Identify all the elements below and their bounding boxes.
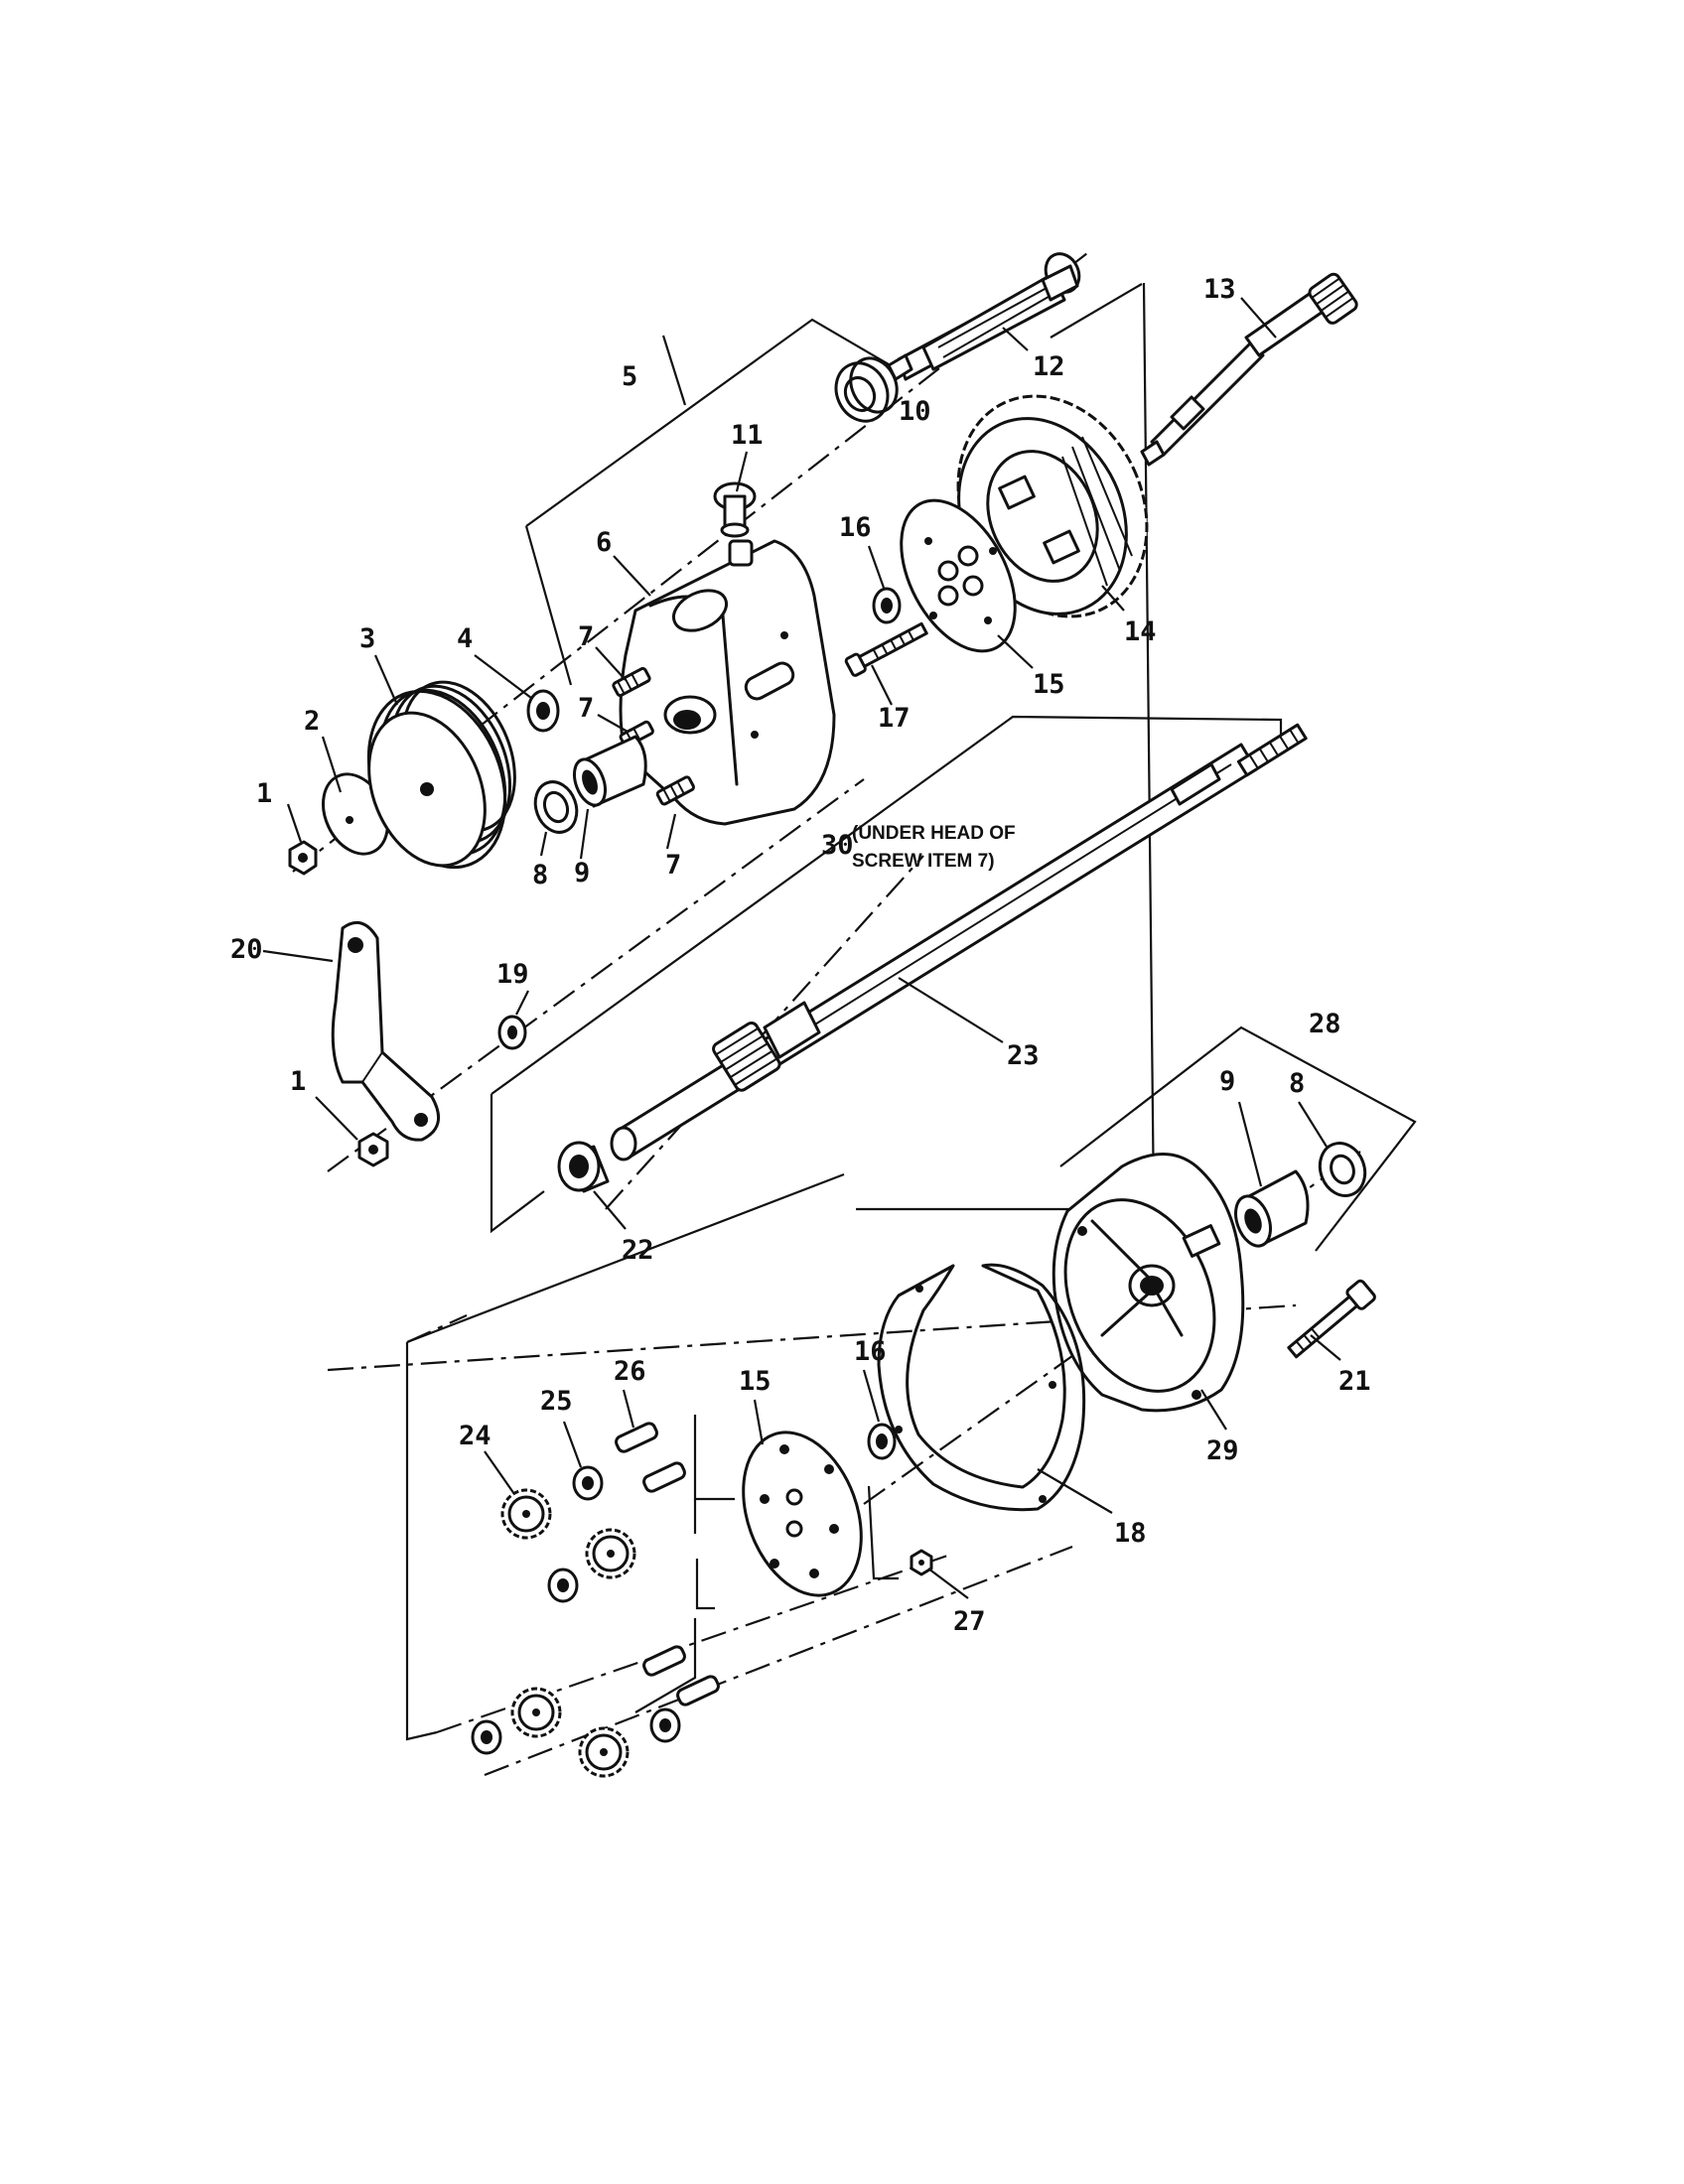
centerlines — [292, 252, 1361, 1777]
bearing-lower — [1318, 1142, 1367, 1197]
callout-15-lower: 15 — [739, 1366, 772, 1397]
small-nut — [910, 1549, 933, 1576]
callout-14: 14 — [1124, 616, 1157, 647]
callout-9-lower: 9 — [1219, 1066, 1235, 1097]
callout-28: 28 — [1309, 1009, 1341, 1039]
callout-1-upper: 1 — [256, 778, 272, 809]
note-item30-line2: SCREW ITEM 7) — [852, 851, 995, 872]
callout-7-top: 7 — [578, 621, 594, 652]
callout-19: 19 — [496, 959, 529, 990]
callout-18: 18 — [1114, 1518, 1147, 1549]
callout-6: 6 — [596, 527, 612, 558]
assembly-brackets — [405, 282, 1417, 1741]
callout-24: 24 — [459, 1421, 491, 1451]
gear-housing-cover — [619, 539, 836, 826]
callout-16-lower: 16 — [854, 1336, 887, 1367]
callout-26: 26 — [614, 1356, 646, 1387]
bearing-upper — [533, 780, 579, 834]
drive-pulley — [366, 680, 516, 870]
ball-bearing — [834, 356, 899, 423]
axle-shaft — [610, 723, 1308, 1161]
thrust-washer-lower — [867, 1423, 897, 1460]
callout-23: 23 — [1007, 1040, 1040, 1071]
callout-8-upper: 8 — [532, 860, 548, 890]
callout-27: 27 — [953, 1606, 986, 1637]
input-shaft — [887, 252, 1081, 381]
callout-labels: 1 2 3 4 5 6 7 7 7 8 9 10 11 12 13 14 15 … — [230, 274, 1371, 1637]
gear-housing-lower — [1052, 1153, 1245, 1413]
callout-15-upper: 15 — [1033, 669, 1065, 700]
callout-4: 4 — [457, 623, 473, 654]
housing-gasket — [877, 1263, 1086, 1512]
planet-gear-set — [471, 1422, 720, 1778]
callout-20: 20 — [230, 934, 263, 965]
callout-29: 29 — [1206, 1435, 1239, 1466]
carrier-plate-upper — [900, 498, 1017, 653]
callout-1-lower: 1 — [290, 1066, 306, 1097]
callout-17: 17 — [878, 703, 911, 734]
callout-21: 21 — [1338, 1366, 1371, 1397]
pinion-shaft — [1140, 272, 1358, 467]
thrust-washer-upper — [872, 587, 902, 624]
callout-8-lower: 8 — [1289, 1068, 1305, 1099]
callout-3: 3 — [359, 623, 375, 654]
callout-13: 13 — [1203, 274, 1236, 305]
callout-5: 5 — [622, 361, 637, 392]
hex-nut-lower — [357, 1132, 389, 1167]
note-item30-line1: (UNDER HEAD OF — [852, 823, 1016, 844]
vent-plug — [713, 481, 757, 538]
callout-12: 12 — [1033, 351, 1065, 382]
callout-9-upper: 9 — [574, 858, 590, 888]
callout-2: 2 — [304, 706, 320, 737]
callout-11: 11 — [731, 420, 764, 451]
callout-25: 25 — [540, 1386, 573, 1417]
axle-bushing — [557, 1141, 610, 1193]
lock-washer — [526, 689, 560, 733]
callout-22: 22 — [622, 1235, 654, 1266]
callout-30: 30 — [821, 830, 854, 861]
hex-nut-upper — [288, 840, 318, 876]
housing-bolt — [1287, 1279, 1376, 1359]
washer-19 — [497, 1015, 527, 1050]
bushing-lower — [1234, 1169, 1310, 1248]
carrier-screw — [844, 621, 928, 677]
leader-lines — [262, 297, 1341, 1599]
callout-7-bottom: 7 — [665, 850, 681, 881]
shift-bracket — [331, 920, 441, 1142]
callout-16-upper: 16 — [839, 512, 872, 543]
bushing-upper — [572, 735, 647, 808]
callout-10: 10 — [899, 396, 931, 427]
carrier-plate-lower — [742, 1431, 863, 1597]
callout-7-middle: 7 — [578, 693, 594, 724]
